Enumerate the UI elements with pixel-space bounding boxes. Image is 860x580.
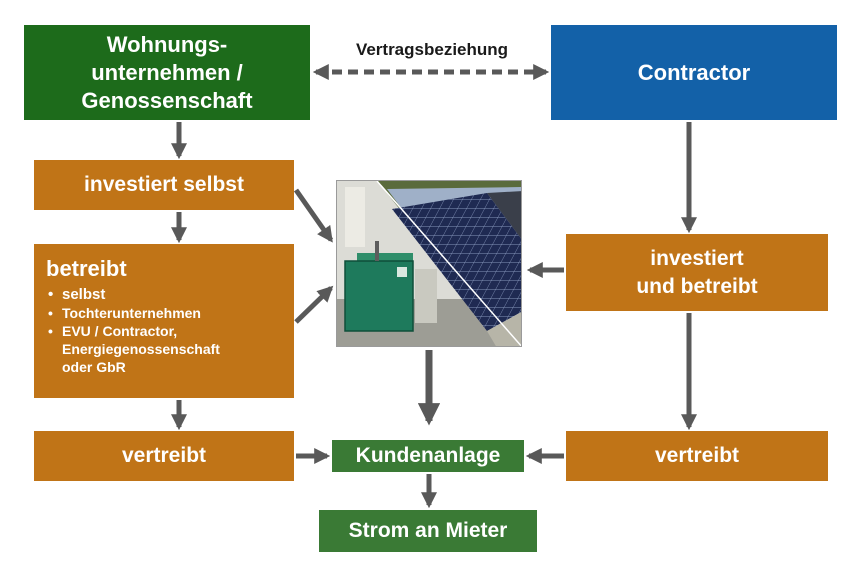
roof-edge: [487, 191, 521, 239]
photo-illustration: [337, 181, 521, 346]
betreibt-list: • selbst • Tochterunternehmen • EVU / Co…: [46, 286, 294, 376]
contractor-label: Contractor: [637, 59, 751, 85]
solar-panels: [392, 193, 521, 331]
chp-unit-top: [357, 253, 413, 263]
vertreibt-left-box: vertreibt: [34, 431, 294, 481]
arrow-selbst-to-photo: [293, 188, 334, 243]
betreibt-item-text-line: EVU / Contractor,: [62, 323, 178, 339]
strom-an-mieter-box: Strom an Mieter: [319, 510, 537, 552]
betreibt-item-tochter: • Tochterunternehmen: [46, 304, 294, 322]
wohnungsunternehmen-line-1: Wohnungs-: [106, 31, 228, 57]
betreibt-item-text-line: Energiegenossenschaft: [62, 341, 220, 357]
chp-logo: [397, 267, 407, 277]
wohnungsunternehmen-box: Wohnungs- unternehmen / Genossenschaft: [24, 25, 310, 120]
split-line: [376, 181, 521, 346]
betreibt-item-evu: • EVU / Contractor, Energiegenossenschaf…: [46, 322, 294, 376]
wohnungsunternehmen-line-2: unternehmen /: [91, 59, 243, 85]
investiert-selbst-box: investiert selbst: [34, 160, 294, 210]
vertreibt-right-label: vertreibt: [654, 444, 740, 467]
vertreibt-right-box: vertreibt: [566, 431, 828, 481]
energy-installation-photo: [336, 180, 522, 347]
contractor-box: Contractor: [551, 25, 837, 120]
investiert-selbst-label: investiert selbst: [84, 173, 244, 196]
side-unit: [415, 269, 437, 323]
bullet-icon: •: [48, 323, 53, 339]
investiert-und-betreibt-line-1: investiert: [650, 246, 744, 270]
betreibt-title: betreibt: [46, 256, 127, 281]
bullet-icon: •: [48, 286, 54, 303]
pipe: [375, 241, 379, 261]
betreibt-item-selbst: • selbst: [46, 286, 294, 304]
kundenanlage-label: Kundenanlage: [355, 444, 501, 467]
gravel-roof: [487, 312, 521, 346]
betreibt-item-text-line: oder GbR: [62, 359, 126, 375]
vertreibt-left-label: vertreibt: [121, 444, 207, 467]
investiert-und-betreibt-box: investiert und betreibt: [566, 234, 828, 311]
kundenanlage-box: Kundenanlage: [332, 440, 524, 472]
arrow-betreibt-to-photo: [294, 285, 334, 324]
investiert-und-betreibt-line-2: und betreibt: [636, 274, 758, 298]
vertragsbeziehung-label: Vertragsbeziehung: [355, 40, 509, 59]
betreibt-box: betreibt • selbst • Tochterunternehmen •…: [34, 244, 294, 398]
strom-an-mieter-label: Strom an Mieter: [348, 519, 508, 542]
betreibt-item-text: selbst: [62, 286, 106, 303]
bullet-icon: •: [48, 305, 53, 321]
wohnungsunternehmen-line-3: Genossenschaft: [81, 87, 253, 113]
betreibt-item-text: Tochterunternehmen: [62, 305, 201, 321]
wall-cabinet: [345, 187, 365, 247]
